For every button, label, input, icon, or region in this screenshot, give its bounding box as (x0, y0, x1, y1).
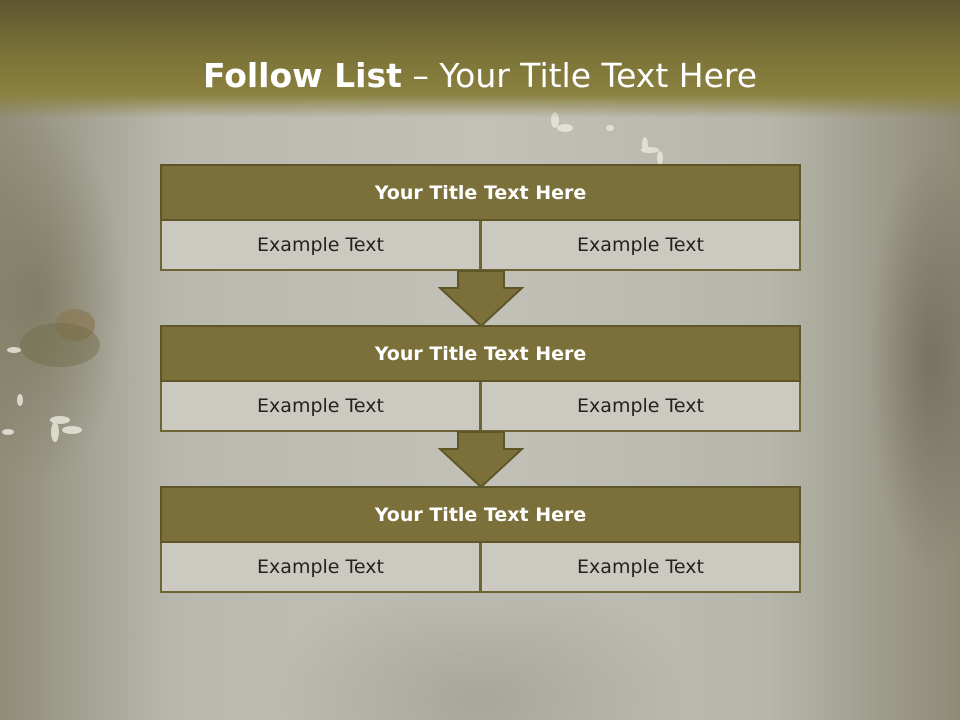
page-title: Follow List – Your Title Text Here (0, 52, 960, 100)
step-title: Your Title Text Here (160, 325, 801, 382)
step-cell-left: Example Text (160, 543, 481, 593)
step-block: Your Title Text Here Example Text Exampl… (160, 325, 801, 432)
down-arrow-icon (438, 270, 524, 328)
step-cell-left: Example Text (160, 221, 481, 271)
step-cell-left: Example Text (160, 382, 481, 432)
step-cell-right: Example Text (481, 221, 801, 271)
step-cell-right: Example Text (481, 543, 801, 593)
step-block: Your Title Text Here Example Text Exampl… (160, 486, 801, 593)
step-cells: Example Text Example Text (160, 382, 801, 432)
page-title-bold: Follow List (202, 56, 402, 95)
title-bar (0, 0, 960, 118)
page-title-rest: – Your Title Text Here (401, 56, 758, 95)
step-block: Your Title Text Here Example Text Exampl… (160, 164, 801, 271)
step-cells: Example Text Example Text (160, 543, 801, 593)
step-cells: Example Text Example Text (160, 221, 801, 271)
step-title: Your Title Text Here (160, 486, 801, 543)
down-arrow-icon (438, 431, 524, 489)
step-title: Your Title Text Here (160, 164, 801, 221)
step-cell-right: Example Text (481, 382, 801, 432)
